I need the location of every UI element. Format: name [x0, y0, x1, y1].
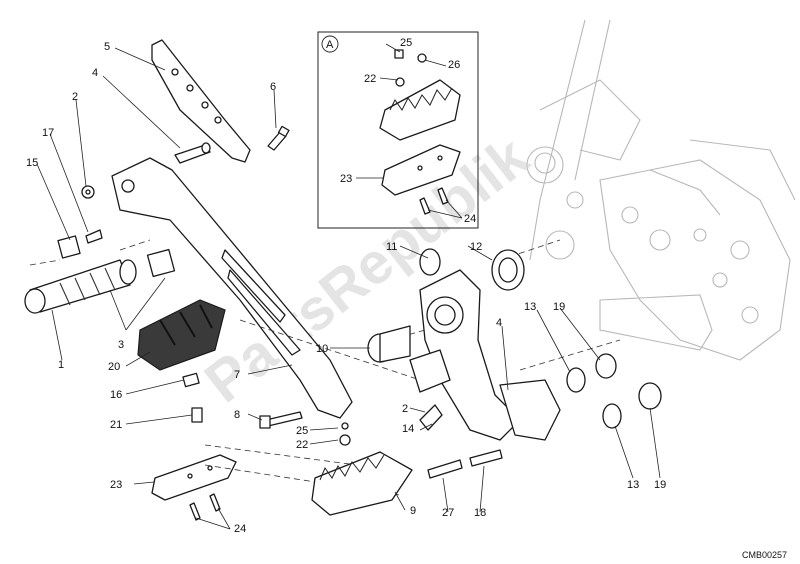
footpeg-hanger-right [409, 269, 561, 441]
callout-c23a: 23 [110, 479, 122, 491]
callout-c15: 15 [26, 157, 38, 169]
bushing-group [367, 248, 525, 363]
callout-c1: 1 [58, 359, 64, 371]
callout-c21: 21 [110, 419, 122, 431]
callout-c7: 7 [234, 369, 240, 381]
bushing-21 [191, 407, 203, 423]
pin-upper [174, 142, 211, 164]
callout-c4b: 4 [496, 317, 502, 329]
explode-line-3 [239, 319, 421, 381]
explode-line-1 [204, 444, 396, 471]
screw-6 [267, 125, 290, 151]
rubber-pad-20 [137, 299, 226, 371]
callout-c2a: 2 [72, 91, 78, 103]
callout-c20: 20 [108, 361, 120, 373]
detail-marker-a: A [326, 39, 334, 51]
heel-guard [151, 39, 251, 163]
footpeg-lower-left [151, 454, 237, 521]
callout-c26: 26 [448, 59, 460, 71]
callout-c25a: 25 [400, 37, 412, 49]
callout-c24a: 24 [234, 523, 246, 535]
callout-c16: 16 [110, 389, 122, 401]
explode-line-5 [519, 339, 621, 371]
callout-c25b: 25 [296, 425, 308, 437]
bushings-right [566, 353, 662, 429]
callout-c13b: 13 [627, 479, 639, 491]
callout-c22b: 22 [296, 439, 308, 451]
callout-c22a: 22 [364, 73, 376, 85]
callout-c5: 5 [104, 41, 110, 53]
callout-c27: 27 [442, 507, 454, 519]
footpeg-rubber [24, 248, 176, 314]
callout-c19a: 19 [553, 301, 565, 313]
detail-box-a: A [317, 31, 479, 229]
callout-c18: 18 [474, 507, 486, 519]
callout-c6: 6 [270, 81, 276, 93]
callout-c11: 11 [386, 241, 397, 253]
screw-8 [259, 411, 303, 429]
reference-code: CMB00257 [742, 550, 787, 560]
callout-c3: 3 [118, 339, 124, 351]
callout-leaders [36, 43, 661, 530]
callout-c23b: 23 [340, 173, 352, 185]
callout-c9: 9 [410, 505, 416, 517]
callout-c14: 14 [402, 423, 414, 435]
callout-c17: 17 [42, 127, 54, 139]
callout-c13a: 13 [524, 301, 536, 313]
spring-and-washers-left [57, 185, 103, 259]
footpeg-lower-right [311, 404, 503, 516]
detail-footpeg [379, 49, 461, 215]
callout-c24b: 24 [464, 213, 476, 225]
callout-c4a: 4 [92, 67, 98, 79]
callout-c2b: 2 [402, 403, 408, 415]
frame-engine-ghost [526, 19, 796, 361]
plate-16 [182, 372, 200, 388]
callout-c10: 10 [316, 343, 328, 355]
callout-c19b: 19 [654, 479, 666, 491]
explode-line-7 [29, 239, 151, 266]
callout-c12: 12 [470, 241, 482, 253]
callout-c8: 8 [234, 409, 240, 421]
